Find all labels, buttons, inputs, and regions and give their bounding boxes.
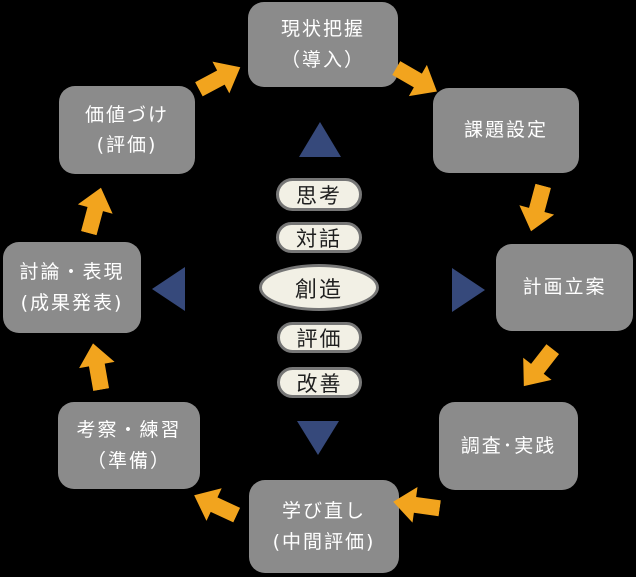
step-valuing: 価値づけ (評価) [59, 86, 195, 174]
keyword-thinking: 思考 [276, 178, 362, 211]
step-label: 調査･実践 [460, 434, 557, 457]
step-relearning: 学び直し (中間評価) [249, 480, 399, 573]
arrow-relearning-to-consideration-icon [185, 477, 245, 534]
step-sublabel: (評価) [96, 134, 158, 156]
step-label: 現状把握 [280, 18, 365, 41]
triangle-down-icon [297, 421, 339, 455]
keyword-evaluation: 評価 [277, 322, 362, 353]
triangle-left-icon [152, 267, 185, 311]
arrow-discussion-to-valuing-icon [69, 182, 120, 239]
step-label: 学び直し [281, 500, 366, 523]
arrow-problem-to-planning-icon [511, 181, 562, 238]
arrow-planning-to-research-icon [507, 337, 568, 399]
arrow-grasp-to-problem-icon [386, 51, 448, 110]
step-sublabel: (成果発表) [20, 291, 124, 314]
step-sublabel: (中間評価) [272, 530, 376, 553]
step-sublabel: （導入） [280, 48, 365, 71]
keyword-improvement: 改善 [277, 367, 362, 398]
keyword-creation-ellipse: 創造 [259, 264, 379, 311]
step-consideration-practice: 考察・練習 （準備） [58, 402, 200, 489]
step-problem-setting: 課題設定 [433, 88, 579, 173]
step-current-state-grasp: 現状把握 （導入） [248, 2, 398, 87]
arrow-valuing-to-grasp-icon [189, 49, 250, 107]
triangle-right-icon [452, 268, 485, 312]
step-planning: 計画立案 [496, 244, 633, 331]
step-discussion-presentation: 討論・表現 (成果発表) [3, 242, 141, 333]
step-sublabel: （準備） [86, 449, 171, 472]
arrow-research-to-relearning-icon [389, 482, 442, 528]
keyword-dialogue: 対話 [276, 222, 362, 253]
arrow-consideration-to-discussion-icon [73, 339, 121, 393]
triangle-up-icon [299, 122, 341, 157]
step-label: 課題設定 [463, 119, 548, 142]
step-label: 考察・練習 [76, 419, 182, 442]
step-label: 討論・表現 [19, 261, 125, 284]
step-research-practice: 調査･実践 [439, 402, 578, 490]
step-label: 価値づけ [84, 103, 169, 126]
step-label: 計画立案 [522, 276, 607, 299]
